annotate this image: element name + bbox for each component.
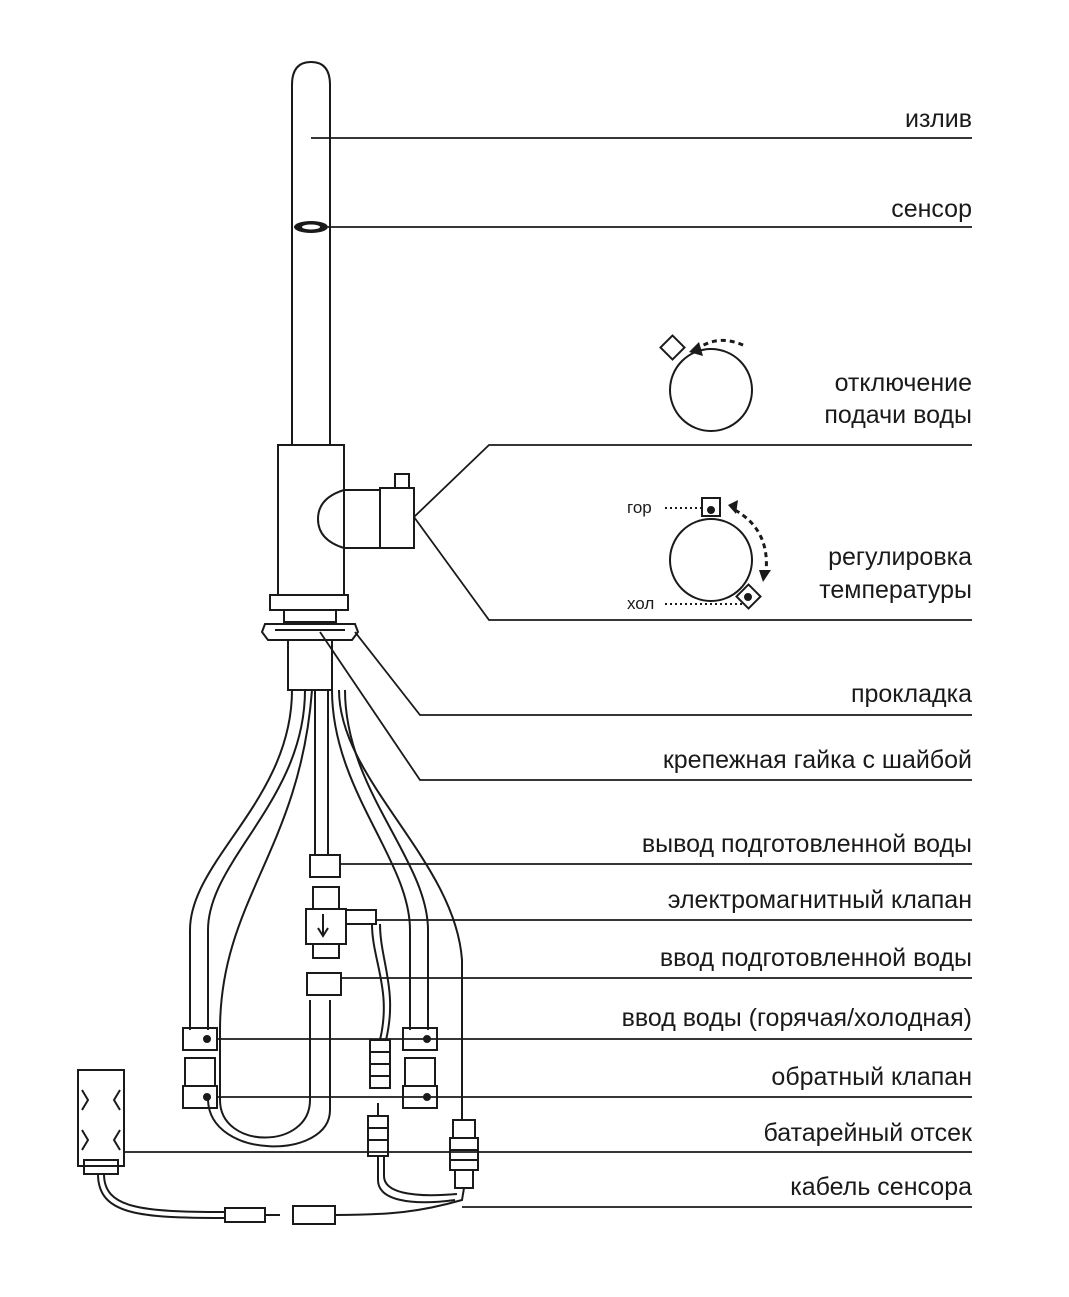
- temperature-dial: [665, 497, 771, 610]
- leader-lines: [124, 137, 972, 1208]
- label-spout: излив: [905, 105, 972, 133]
- label-temperature-line2: температуры: [819, 576, 972, 604]
- label-cold: хол: [627, 594, 655, 613]
- label-solenoid: электромагнитный клапан: [667, 886, 972, 914]
- label-gasket: прокладка: [850, 680, 972, 708]
- battery-and-cable: [77, 1069, 465, 1225]
- label-nut: крепежная гайка с шайбой: [662, 746, 972, 774]
- label-treated-in: ввод подготовленной воды: [659, 944, 972, 972]
- label-sensor-cable: кабель сенсора: [790, 1173, 972, 1201]
- label-shutoff-line1: отключение: [834, 369, 972, 397]
- faucet-body: [260, 444, 415, 691]
- label-treated-out: вывод подготовленной воды: [641, 830, 972, 858]
- label-sensor: сенсор: [891, 195, 972, 223]
- label-battery: батарейный отсек: [763, 1119, 973, 1147]
- label-shutoff-line2: подачи воды: [824, 401, 972, 429]
- spout: [291, 60, 331, 445]
- hoses: [189, 689, 463, 1148]
- label-check-valve: обратный клапан: [771, 1063, 972, 1091]
- label-hot: гор: [627, 498, 652, 517]
- label-temperature-line1: регулировка: [828, 543, 972, 571]
- solenoid-assembly: [305, 854, 392, 1041]
- shutoff-dial: [659, 334, 753, 432]
- label-water-in: ввод воды (горячая/холодная): [621, 1004, 972, 1032]
